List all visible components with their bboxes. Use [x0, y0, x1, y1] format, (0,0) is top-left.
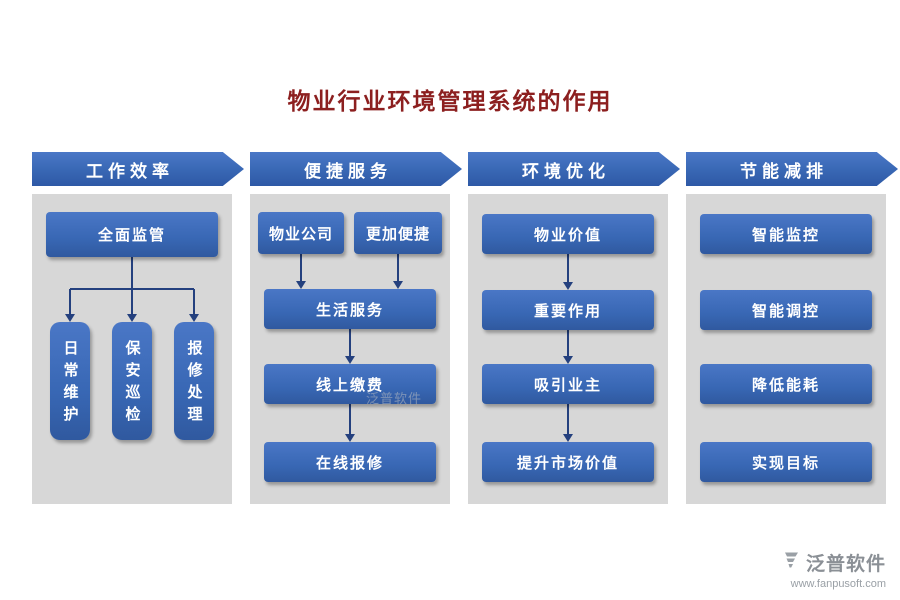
column-panel: 物业价值 重要作用 吸引业主 提升市场价值: [468, 194, 668, 504]
node-box: 在线报修: [264, 442, 436, 482]
column-panel: 物业公司 更加便捷 生活服务 线上缴费 在线报修: [250, 194, 450, 504]
column-convenient-service: 便捷服务 物业公司 更加便捷 生活服务 线上缴: [250, 152, 462, 504]
node-box: 日常维护: [50, 322, 90, 440]
column-environment-optimization: 环境优化 物业价值 重要作用 吸引业主 提升市场价值: [468, 152, 680, 504]
brand-name: 泛普软件: [805, 554, 886, 575]
node-box: 物业公司: [258, 212, 344, 254]
node-label: 物业价值: [533, 227, 602, 244]
column-work-efficiency: 工作效率 全面监管 日常维护 保安巡检 报修处: [32, 152, 244, 504]
node-label: 提升市场价值: [516, 455, 619, 472]
node-label: 报修处理: [185, 340, 202, 428]
node-label: 在线报修: [315, 455, 384, 472]
node-label: 实现目标: [751, 455, 820, 472]
node-box: 全面监管: [46, 212, 218, 257]
node-box: 更加便捷: [354, 212, 442, 254]
column-header-label: 节能减排: [740, 161, 828, 181]
node-box: 智能监控: [700, 214, 872, 254]
column-header-arrow: 工作效率: [32, 152, 244, 186]
node-label: 吸引业主: [533, 377, 602, 394]
node-label: 生活服务: [315, 302, 384, 319]
node-box: 生活服务: [264, 289, 436, 329]
node-box: 实现目标: [700, 442, 872, 482]
fanpu-logo-icon: [781, 550, 801, 575]
node-label: 日常维护: [61, 340, 78, 428]
node-label: 重要作用: [533, 303, 602, 320]
node-label: 线上缴费: [315, 377, 384, 394]
column-energy-saving: 节能减排 智能监控 智能调控 降低能耗 实现目标: [686, 152, 898, 504]
node-label: 降低能耗: [751, 377, 820, 394]
column-header-arrow: 便捷服务: [250, 152, 462, 186]
node-label: 保安巡检: [123, 340, 140, 428]
column-header-arrow: 节能减排: [686, 152, 898, 186]
node-box: 提升市场价值: [482, 442, 654, 482]
node-label: 智能调控: [751, 303, 820, 320]
node-box: 降低能耗: [700, 364, 872, 404]
node-box: 线上缴费: [264, 364, 436, 404]
column-header-arrow: 环境优化: [468, 152, 680, 186]
column-panel: 全面监管 日常维护 保安巡检 报修处理: [32, 194, 232, 504]
node-label: 智能监控: [751, 227, 820, 244]
page-title: 物业行业环境管理系统的作用: [287, 89, 613, 114]
column-header-label: 环境优化: [522, 161, 610, 181]
node-box: 物业价值: [482, 214, 654, 254]
node-label: 全面监管: [97, 228, 166, 244]
node-box: 智能调控: [700, 290, 872, 330]
brand-url: www.fanpusoft.com: [790, 578, 886, 590]
column-panel: 智能监控 智能调控 降低能耗 实现目标: [686, 194, 886, 504]
column-header-label: 工作效率: [86, 161, 174, 181]
column-header-label: 便捷服务: [304, 161, 392, 181]
node-box: 报修处理: [174, 322, 214, 440]
node-box: 重要作用: [482, 290, 654, 330]
node-label: 更加便捷: [365, 226, 430, 243]
node-box: 吸引业主: [482, 364, 654, 404]
brand-row: 泛普软件: [781, 549, 886, 576]
footer-brand: 泛普软件 www.fanpusoft.com: [781, 549, 886, 590]
node-label: 物业公司: [268, 226, 333, 243]
node-box: 保安巡检: [112, 322, 152, 440]
